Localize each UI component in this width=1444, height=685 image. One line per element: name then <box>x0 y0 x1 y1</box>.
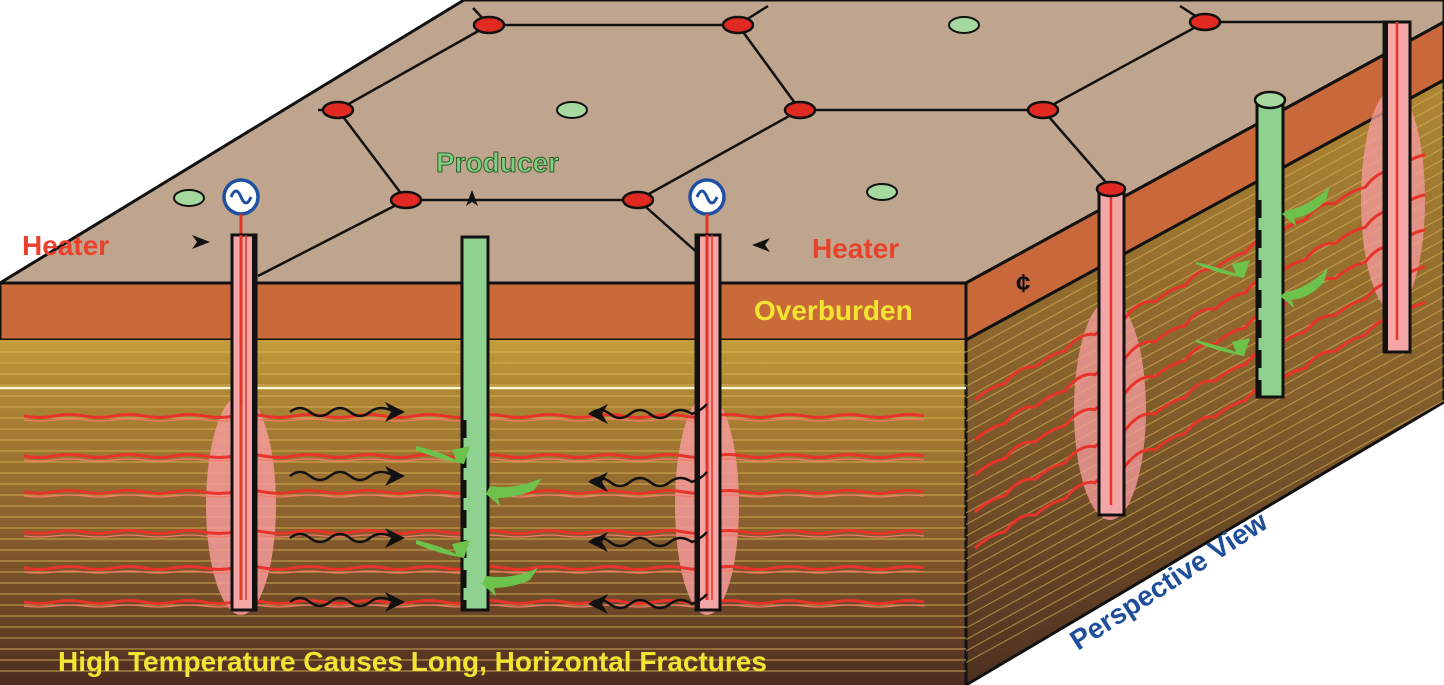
overburden-label: Overburden <box>754 295 913 326</box>
wavy-arrows-right <box>589 403 708 610</box>
bedding-line <box>965 399 1444 664</box>
overburden-side-face <box>964 20 1444 343</box>
ac-source-icon-right <box>688 178 726 216</box>
heater-wells-surface <box>321 12 1222 210</box>
bedding-line <box>965 353 1444 618</box>
bedding-line <box>965 365 1444 629</box>
bedding-line <box>965 273 1444 537</box>
heater-label-left: Heater <box>22 230 109 261</box>
bedding-line <box>965 330 1444 595</box>
bedding-lines-front <box>0 351 966 672</box>
fracture-line <box>974 193 1426 442</box>
bedding-line <box>965 296 1444 560</box>
green-flow-arrows <box>416 186 1330 596</box>
fracture-line <box>974 301 1426 550</box>
heater-label-right: Heater <box>812 233 899 264</box>
arrowheads-left <box>385 402 405 612</box>
well-pattern-lines <box>257 4 1398 278</box>
triangle-pointer-icons <box>192 190 770 252</box>
bedding-line <box>965 238 1444 503</box>
producer-well-front <box>460 235 490 612</box>
bedding-line <box>965 227 1444 491</box>
bedding-line <box>965 319 1444 583</box>
bedding-line <box>965 388 1444 652</box>
heater-well-right <box>694 233 722 612</box>
producer-label: Producer <box>436 147 559 178</box>
heater-well-left <box>230 233 258 612</box>
centerline-mark: ¢ <box>1016 268 1030 298</box>
bedding-line <box>965 100 1444 365</box>
bedding-line <box>965 89 1444 353</box>
bedding-line <box>965 307 1444 572</box>
wavy-arrows-left <box>289 406 396 608</box>
producer-wells-surface <box>173 16 980 207</box>
bedding-line <box>965 342 1444 606</box>
ac-source-icon-left <box>222 178 260 216</box>
bedding-line <box>965 376 1444 641</box>
bedding-line <box>965 261 1444 526</box>
fracture-line <box>974 153 1426 402</box>
arrowheads-right <box>588 404 608 614</box>
producer-well-side <box>1253 90 1287 399</box>
fracture-line <box>974 228 1426 477</box>
fractures-side <box>974 153 1426 550</box>
fracture-line <box>974 265 1426 514</box>
caption: High Temperature Causes Long, Horizontal… <box>58 646 767 677</box>
heater-well-side-back <box>1382 20 1412 354</box>
heater-well-side-front <box>1095 180 1127 517</box>
